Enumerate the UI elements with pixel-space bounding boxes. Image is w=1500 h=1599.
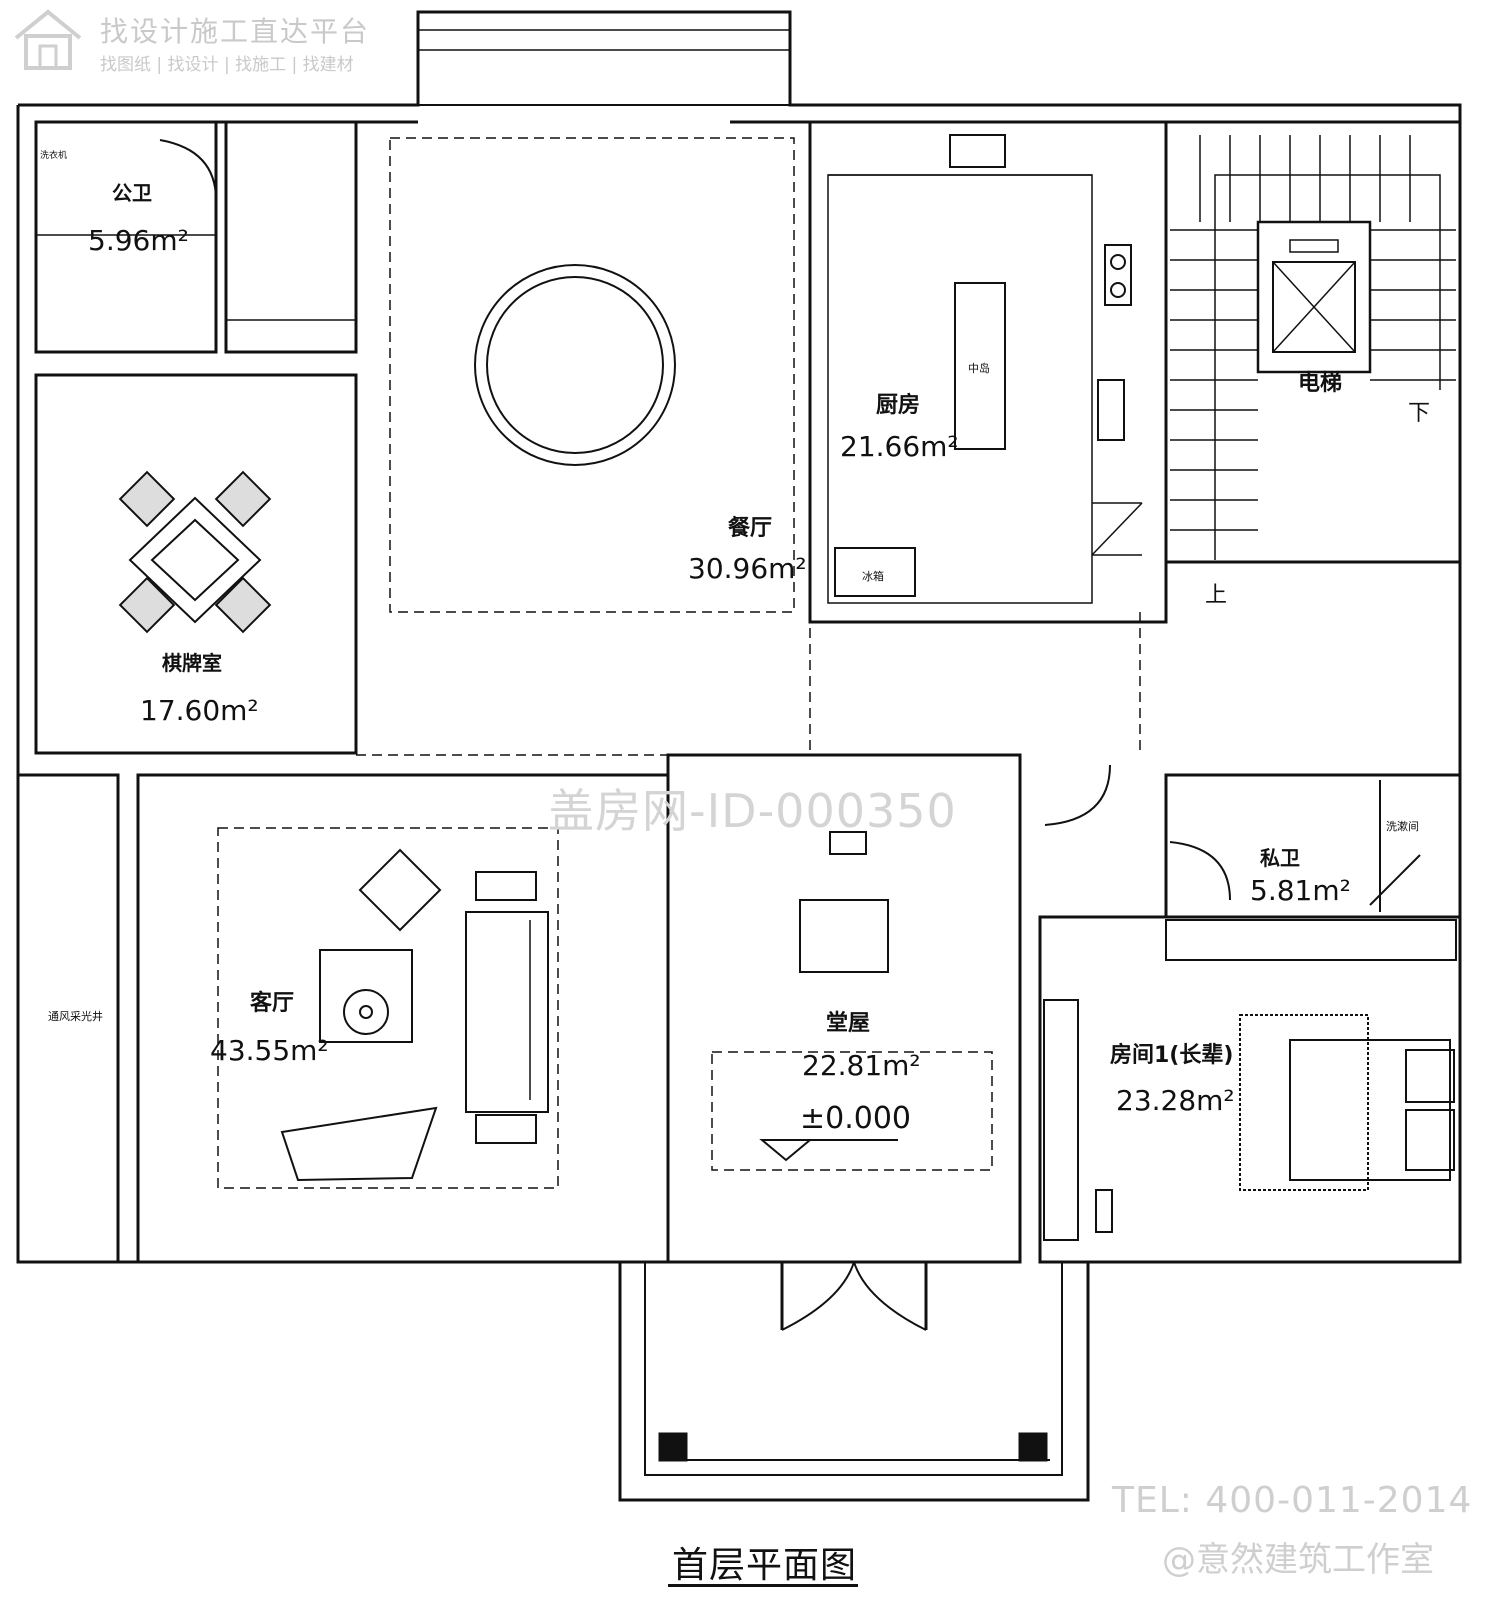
kitchen-area: 21.66m² <box>840 430 959 463</box>
hall-elevation: ±0.000 <box>800 1101 911 1136</box>
hall-name: 堂屋 <box>826 1011 870 1036</box>
drawing-title-underline <box>668 1584 858 1587</box>
bedroom-wall <box>1038 915 1462 1264</box>
west-corridor-label: 通风采光井 <box>48 1009 103 1023</box>
hall-wall <box>666 753 1022 1264</box>
private-wc-area: 5.81m² <box>1250 874 1351 907</box>
stair-up: 上 <box>1205 583 1227 608</box>
drawing-title: 首层平面图 <box>672 1545 858 1586</box>
laundry-label: 洗衣机 <box>40 149 67 161</box>
outer-wall <box>18 10 1462 1264</box>
chess-room-wall <box>34 373 358 755</box>
living-name: 客厅 <box>250 990 294 1016</box>
watermark-studio: @意然建筑工作室 <box>1162 1540 1434 1580</box>
public-wc-area: 5.96m² <box>88 224 189 257</box>
bedroom-area: 23.28m² <box>1116 1084 1235 1117</box>
chess-table <box>118 470 272 634</box>
hall-area: 22.81m² <box>802 1049 921 1082</box>
dining-area: 30.96m² <box>688 552 807 585</box>
fridge-label: 冰箱 <box>862 569 884 583</box>
watermark-id: 盖房网-ID-000350 <box>548 784 957 838</box>
washroom-label: 洗漱间 <box>1386 820 1419 833</box>
chess-room-name: 棋牌室 <box>162 651 222 675</box>
watermark-brand: 找设计施工直达平台 <box>100 15 371 48</box>
elevation-marker-icon <box>759 1139 813 1162</box>
island-label: 中岛 <box>968 361 990 375</box>
watermark-tel: TEL: 400-011-2014 <box>1112 1480 1473 1521</box>
public-wc-wall <box>34 120 218 354</box>
dining-name: 餐厅 <box>728 516 772 541</box>
private-wc-name: 私卫 <box>1260 846 1300 870</box>
public-wc-name: 公卫 <box>112 181 152 205</box>
living-area: 43.55m² <box>210 1034 329 1067</box>
kitchen-name: 厨房 <box>876 392 920 418</box>
watermark-logo-icon <box>12 8 84 72</box>
bedroom-name: 房间1(长辈) <box>1110 1042 1233 1068</box>
watermark-subtitle: 找图纸 | 找设计 | 找施工 | 找建材 <box>100 55 354 75</box>
stair-down: 下 <box>1408 401 1430 426</box>
outer-wall-west <box>16 105 118 1264</box>
dining-table <box>474 264 676 466</box>
chess-room-area: 17.60m² <box>140 694 259 727</box>
elevator-name: 电梯 <box>1298 370 1342 396</box>
